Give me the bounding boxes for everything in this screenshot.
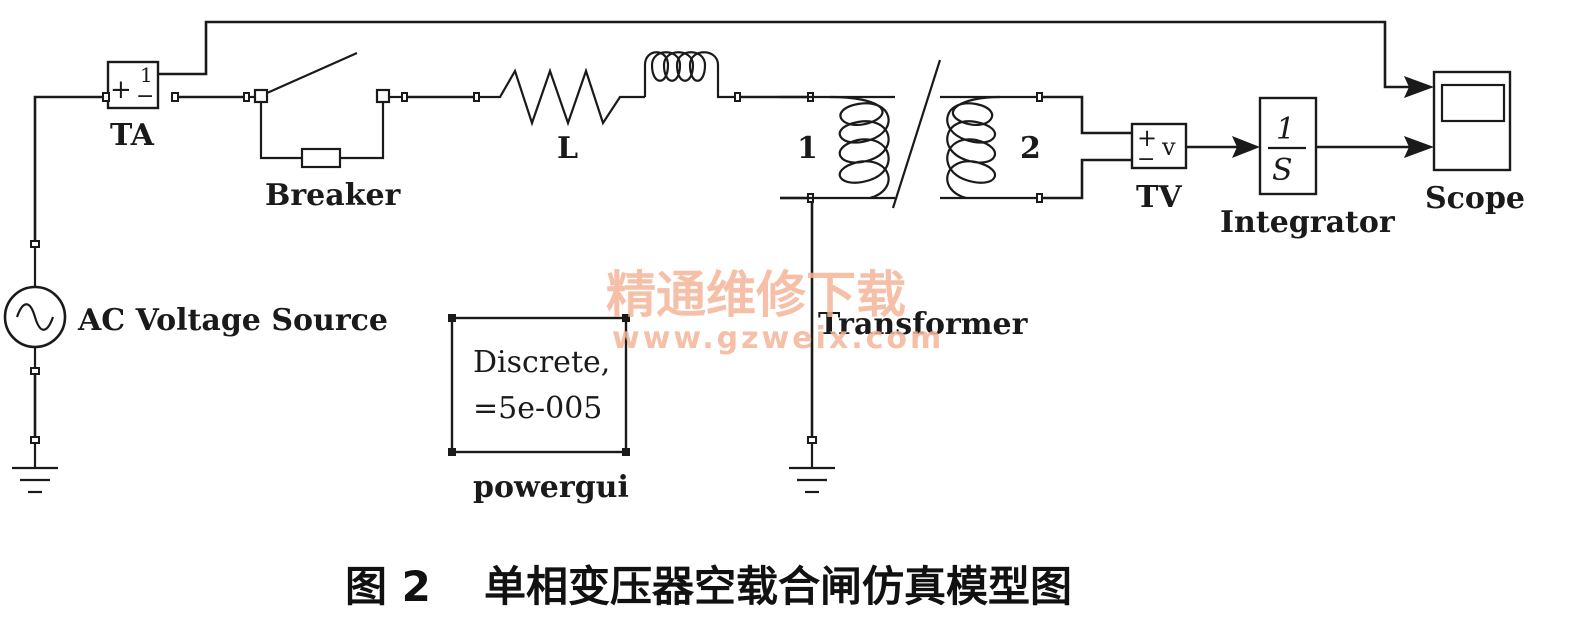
integrator-block[interactable]: 1 S Integrator: [1220, 96, 1396, 240]
resistor-zigzag: [479, 67, 645, 127]
scope-label: Scope: [1425, 181, 1525, 216]
figure-caption: 图 2 单相变压器空载合闸仿真模型图: [345, 562, 1072, 611]
ta-plus-sign: +: [110, 75, 132, 105]
source-label: AC Voltage Source: [77, 303, 388, 338]
winding-2-label: 2: [1020, 131, 1041, 166]
inductor-coil: [643, 51, 735, 99]
ta-block[interactable]: + 1 − TA: [102, 60, 179, 153]
ac-voltage-source[interactable]: AC Voltage Source: [3, 240, 388, 375]
caption-title: 单相变压器空载合闸仿真模型图: [484, 562, 1072, 611]
transformer-label: Transformer: [818, 307, 1029, 342]
sine-wave-icon: [15, 303, 55, 331]
integrator-label: Integrator: [1220, 205, 1396, 240]
caption-figure-number: 图 2: [345, 562, 431, 611]
breaker-block[interactable]: Breaker: [243, 51, 408, 213]
ta-minus-sign: −: [136, 84, 154, 109]
arrow-integrator-to-scope: [1404, 136, 1434, 158]
powergui-block[interactable]: Discrete, =5e-005 powergui: [448, 314, 630, 505]
secondary-winding: [946, 95, 1001, 200]
scope-screen: [1440, 83, 1506, 123]
signal-arrows: [1232, 76, 1434, 158]
integrator-numerator: 1: [1276, 112, 1295, 147]
rl-branch[interactable]: L: [473, 51, 741, 166]
integrator-denominator: S: [1272, 153, 1293, 188]
tv-minus-sign: −: [1137, 147, 1155, 172]
powergui-label: powergui: [473, 470, 629, 505]
scope-block[interactable]: Scope: [1425, 70, 1525, 216]
primary-winding: [829, 95, 890, 200]
ground-symbol-source: [12, 436, 58, 494]
powergui-mode: Discrete,: [473, 345, 610, 380]
inductor-label: L: [557, 131, 578, 166]
tv-plus-sign: +: [1137, 124, 1157, 152]
watermark: 精通维修下载 www.gzweix.com: [606, 266, 944, 356]
powergui-sample-time: =5e-005: [473, 391, 602, 426]
winding-1-label: 1: [797, 131, 818, 166]
arrow-tv-to-integrator: [1232, 136, 1260, 158]
connection-wires: [33, 20, 1418, 440]
transformer-block[interactable]: 1 2 Transformer: [780, 59, 1043, 342]
ta-port-label: 1: [140, 63, 153, 87]
ta-label: TA: [110, 118, 155, 153]
breaker-label: Breaker: [265, 178, 402, 213]
watermark-cn: 精通维修下载: [606, 266, 906, 324]
tv-block[interactable]: + − v TV: [1130, 122, 1188, 215]
transformer-core-line: [891, 59, 942, 209]
tv-label: TV: [1136, 180, 1182, 215]
tv-port-label: v: [1161, 133, 1176, 161]
arrow-ta-to-scope: [1404, 76, 1434, 98]
watermark-url: www.gzweix.com: [612, 321, 944, 356]
ground-symbol-transformer: [789, 436, 835, 494]
